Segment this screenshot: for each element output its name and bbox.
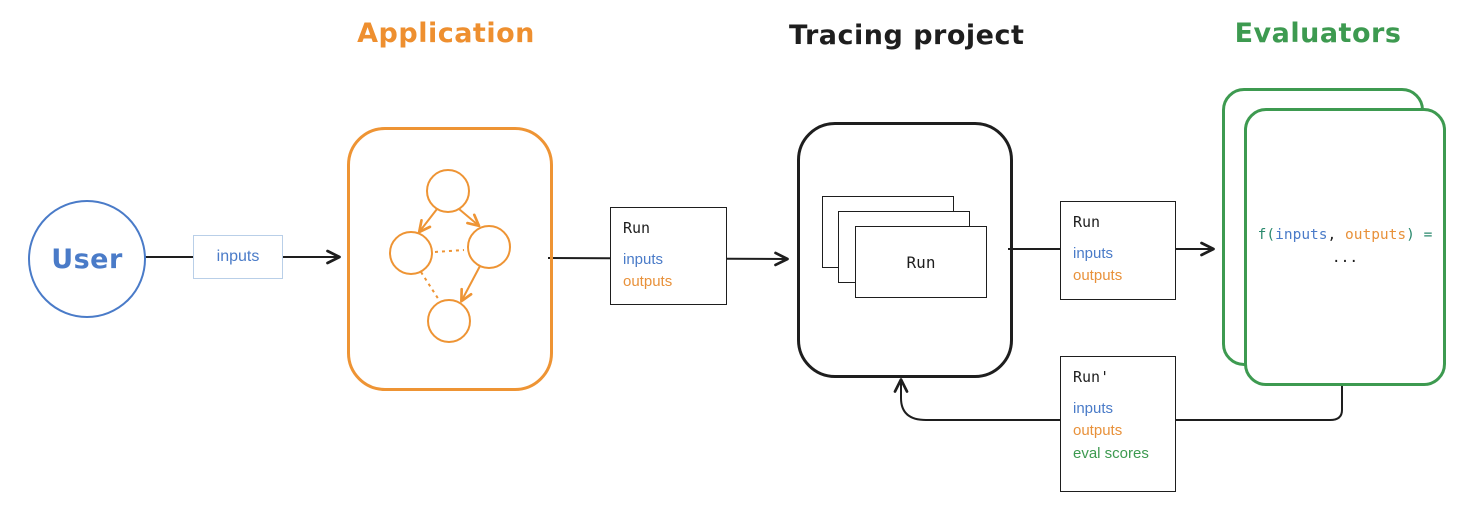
outputs-token: outputs bbox=[1345, 226, 1407, 243]
user-node: User bbox=[28, 200, 146, 318]
dag-node-right bbox=[467, 225, 511, 269]
dag-edge-left-to-bottom-dotted bbox=[420, 271, 440, 301]
tracing-project-title: Tracing project bbox=[789, 20, 1025, 51]
tracing-project-box bbox=[797, 122, 1013, 378]
dag-node-top bbox=[426, 169, 470, 213]
separator-token: , bbox=[1327, 226, 1345, 243]
run-prime-box: Run' inputs outputs eval scores bbox=[1060, 356, 1176, 492]
evaluator-card-front: f(inputs, outputs) = ... bbox=[1244, 108, 1446, 386]
run-title: Run bbox=[623, 219, 651, 237]
run-title: Run bbox=[1073, 213, 1101, 231]
run-outputs-line: outputs bbox=[1073, 267, 1123, 284]
fn-open-token: f( bbox=[1257, 226, 1276, 243]
run-eval-scores-line: eval scores bbox=[1073, 444, 1149, 462]
trace-run-card-front: Run bbox=[855, 226, 987, 298]
dag-node-bottom bbox=[427, 299, 471, 343]
dag-edge-right-to-bottom bbox=[460, 265, 481, 303]
inputs-badge: inputs bbox=[193, 235, 283, 279]
inputs-token: inputs bbox=[1275, 226, 1328, 243]
dag-edge-top-to-left bbox=[417, 208, 438, 234]
fn-close-token: ) = bbox=[1406, 226, 1433, 243]
dag-edge-top-to-right bbox=[458, 208, 481, 228]
run-box-application-output: Run inputs outputs bbox=[610, 207, 727, 305]
application-title: Application bbox=[357, 18, 535, 49]
run-inputs-line: inputs bbox=[623, 250, 664, 268]
dag-node-left bbox=[389, 231, 433, 275]
application-box bbox=[347, 127, 553, 391]
user-label: User bbox=[51, 243, 123, 275]
run-box-evaluator-input: Run inputs outputs bbox=[1060, 201, 1176, 300]
run-outputs-line: outputs bbox=[1073, 422, 1123, 439]
run-prime-title: Run' bbox=[1073, 368, 1110, 386]
run-outputs-line: outputs bbox=[623, 273, 673, 290]
evaluator-function-text: f(inputs, outputs) = ... bbox=[1258, 224, 1433, 270]
ellipsis-token: ... bbox=[1331, 250, 1359, 266]
run-inputs-line: inputs bbox=[1073, 399, 1114, 417]
evaluators-title: Evaluators bbox=[1234, 18, 1402, 49]
dag-edge-left-to-right-dotted bbox=[434, 249, 465, 253]
run-inputs-line: inputs bbox=[1073, 244, 1114, 262]
